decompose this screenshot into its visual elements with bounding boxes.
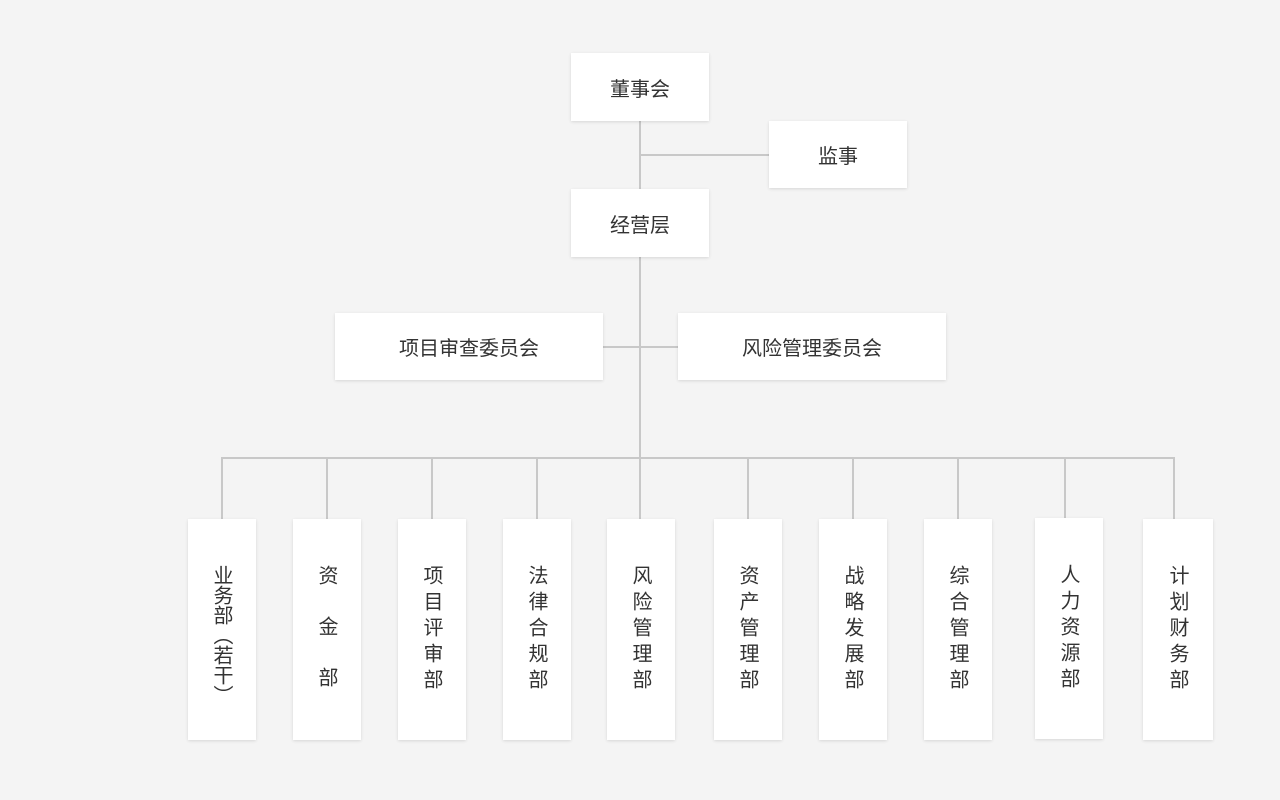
department-node: 业务部（若干）: [188, 519, 256, 740]
connector-dept-drop: [852, 457, 854, 519]
department-label: 人力资源部: [1057, 564, 1081, 694]
connector-dept-drop: [431, 457, 433, 519]
connector-dept-drop: [957, 457, 959, 519]
connector-management-departments: [639, 257, 641, 519]
department-node: 法律合规部: [503, 519, 571, 740]
supervisor-node: 监事: [769, 121, 907, 188]
department-label: 资产管理部: [736, 565, 760, 695]
management-label: 经营层: [610, 212, 670, 237]
connector-dept-drop: [1173, 457, 1175, 519]
department-label: 业务部（若干）: [210, 565, 234, 705]
department-label: 项目评审部: [420, 565, 444, 695]
department-node: 战略发展部: [819, 519, 887, 740]
management-node: 经营层: [571, 189, 709, 257]
department-label: 法律合规部: [525, 565, 549, 695]
department-node: 资金部: [293, 519, 361, 740]
department-label: 综合管理部: [946, 565, 970, 695]
board-node: 董事会: [571, 53, 709, 121]
department-node: 综合管理部: [924, 519, 992, 740]
connector-dept-drop: [747, 457, 749, 519]
department-label: 计划财务部: [1166, 565, 1190, 695]
department-node: 人力资源部: [1035, 518, 1103, 739]
department-node: 项目评审部: [398, 519, 466, 740]
project-review-committee-label: 项目审查委员会: [399, 336, 539, 360]
department-label: 战略发展部: [841, 565, 865, 695]
connector-dept-drop: [536, 457, 538, 519]
department-label: 风险管理部: [629, 565, 653, 695]
connector-supervisor: [640, 154, 769, 156]
connector-dept-drop: [221, 457, 223, 519]
connector-dept-drop: [326, 457, 328, 519]
risk-management-committee-node: 风险管理委员会: [678, 313, 946, 380]
department-node: 计划财务部: [1143, 519, 1213, 740]
risk-management-committee-label: 风险管理委员会: [742, 336, 882, 360]
project-review-committee-node: 项目审查委员会: [335, 313, 603, 380]
department-label: 资金部: [315, 565, 339, 718]
board-label: 董事会: [610, 76, 670, 101]
supervisor-label: 监事: [818, 144, 858, 168]
connector-departments-bus: [221, 457, 1175, 459]
connector-dept-drop: [1064, 457, 1066, 519]
department-node: 风险管理部: [607, 519, 675, 740]
connector-committees: [603, 346, 678, 348]
department-node: 资产管理部: [714, 519, 782, 740]
